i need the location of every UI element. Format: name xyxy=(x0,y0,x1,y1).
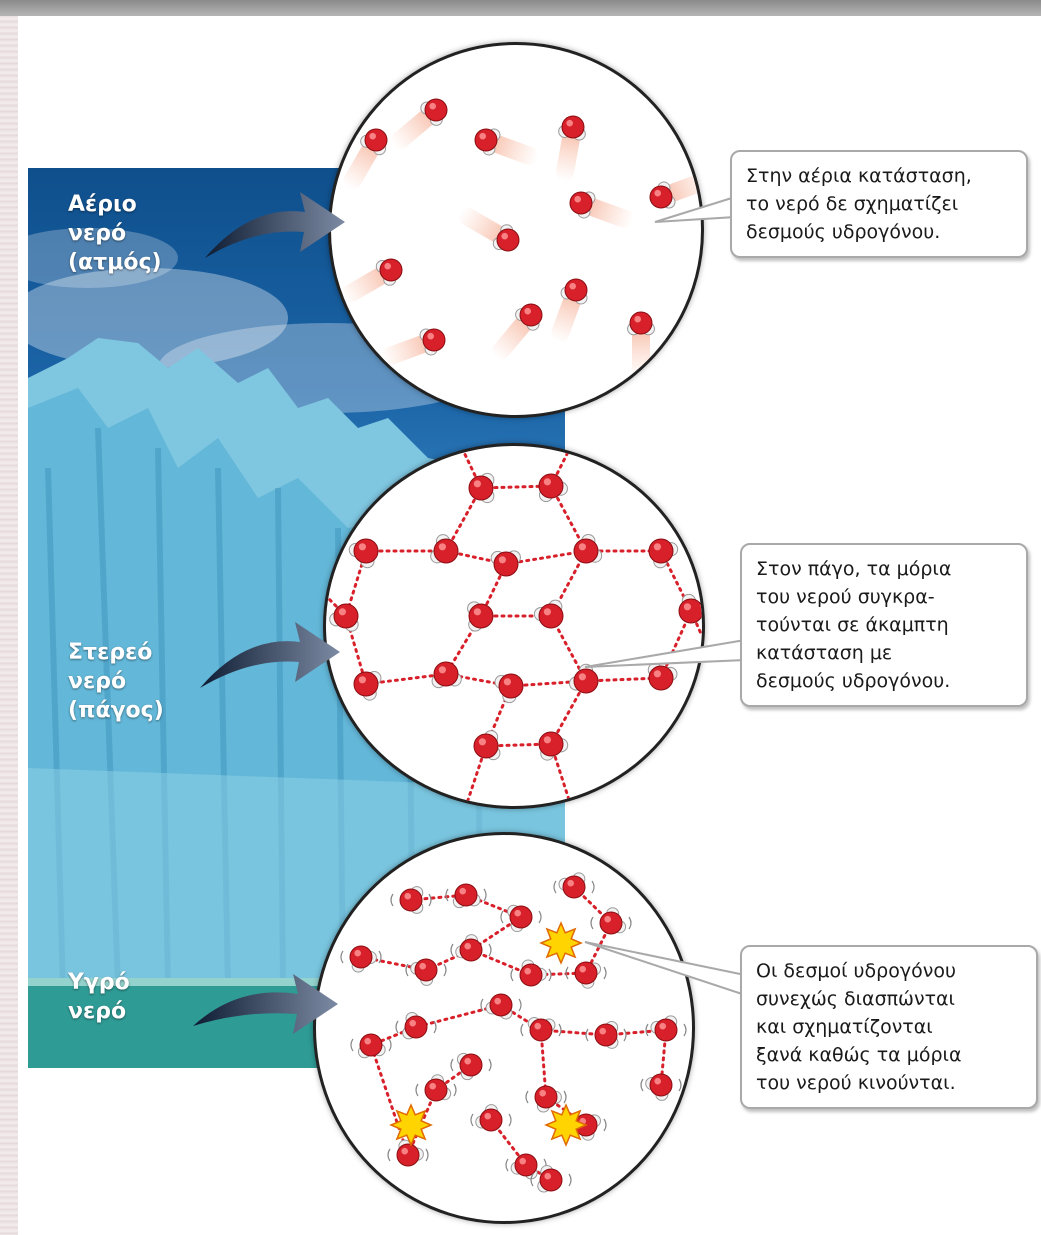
page-edge xyxy=(0,16,18,1235)
solid-callout: Στον πάγο, τα μόρια του νερού συγκρα- το… xyxy=(740,543,1028,707)
water-molecule xyxy=(358,1034,385,1058)
water-molecule xyxy=(559,873,585,898)
bond-break-burst xyxy=(541,923,581,963)
water-molecule xyxy=(474,731,500,760)
liquid-molecules-circle xyxy=(313,832,695,1224)
gas-state-label: Αέριο νερό (ατμός) xyxy=(68,190,162,277)
liquid-state-label: Υγρό νερό xyxy=(68,968,130,1026)
water-molecule xyxy=(350,946,376,972)
water-molecule xyxy=(400,887,423,914)
gas-molecules-circle xyxy=(328,42,704,418)
water-molecule xyxy=(574,534,602,563)
water-molecule xyxy=(628,312,655,335)
water-molecule xyxy=(600,908,626,934)
top-border xyxy=(0,0,1041,16)
water-molecule xyxy=(595,1021,618,1048)
water-molecule xyxy=(456,935,482,961)
water-molecule xyxy=(648,663,677,690)
gas-callout: Στην αέρια κατάσταση, το νερό δε σχηματί… xyxy=(730,150,1028,258)
bond-break-burst xyxy=(546,1105,586,1145)
water-molecule xyxy=(411,959,437,985)
water-molecule xyxy=(403,1012,427,1038)
water-molecule xyxy=(538,1166,562,1193)
water-molecule xyxy=(559,116,586,140)
water-molecule xyxy=(354,672,381,701)
water-molecule xyxy=(528,1017,555,1041)
water-molecule xyxy=(539,732,568,760)
water-molecule xyxy=(511,1154,537,1179)
solid-state-label: Στερεό νερό (πάγος) xyxy=(68,638,164,725)
water-molecule xyxy=(570,664,598,693)
water-molecule xyxy=(468,602,493,631)
water-molecule xyxy=(646,1074,672,1100)
water-molecule xyxy=(453,884,480,908)
water-molecule xyxy=(469,473,494,502)
water-molecule xyxy=(649,539,678,568)
water-molecule xyxy=(575,962,601,988)
water-molecule xyxy=(330,604,358,631)
water-molecule xyxy=(651,1016,677,1041)
water-molecule xyxy=(349,539,378,568)
hydrogen-bond xyxy=(371,1045,408,1155)
water-molecule xyxy=(486,994,512,1019)
water-molecule xyxy=(495,674,523,703)
water-molecule xyxy=(679,594,702,623)
water-molecule xyxy=(432,662,461,688)
water-molecule xyxy=(425,1075,451,1101)
water-molecule xyxy=(539,474,567,502)
water-molecule xyxy=(508,905,532,931)
bond-break-burst xyxy=(391,1105,431,1145)
water-molecule xyxy=(535,1086,561,1112)
water-molecule xyxy=(491,551,520,576)
liquid-callout: Οι δεσμοί υδρογόνου συνεχώς διασπώνται κ… xyxy=(740,945,1038,1109)
ice-lattice-circle xyxy=(323,443,705,809)
water-molecule xyxy=(476,1105,502,1131)
water-molecule xyxy=(457,1053,482,1079)
water-molecule xyxy=(534,600,563,628)
water-molecule xyxy=(520,960,546,986)
